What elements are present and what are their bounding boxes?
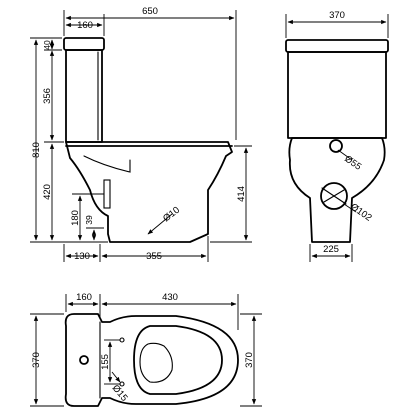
outlet-circle <box>320 182 348 210</box>
label-160-front: 160 <box>77 20 93 31</box>
plan-dim-hole-spacing: 155 <box>100 339 120 385</box>
label-225: 225 <box>323 244 339 255</box>
dim-overall-width: 650 <box>63 6 237 140</box>
label-180: 180 <box>70 210 81 226</box>
end-cistern-body <box>287 51 387 139</box>
label-370-end: 370 <box>329 10 345 21</box>
plan-seat-ring <box>133 325 223 395</box>
dim-cistern-depth: 160 <box>65 14 105 36</box>
plan-inlet-hole <box>79 355 89 365</box>
end-cistern-lid <box>285 39 389 53</box>
label-39: 39 <box>84 215 94 225</box>
label-160-plan: 160 <box>76 292 92 303</box>
plan-dim-top: 160 430 <box>65 292 239 330</box>
label-810: 810 <box>31 142 42 158</box>
label-355: 355 <box>146 251 162 262</box>
plan-view: 160 430 370 370 155 Ø15 <box>30 292 262 407</box>
end-dim-base: 225 <box>309 244 353 262</box>
label-420: 420 <box>42 184 53 200</box>
label-155: 155 <box>100 354 111 370</box>
label-dia10: Ø10 <box>161 205 182 225</box>
label-430: 430 <box>162 292 178 303</box>
label-356: 356 <box>42 88 53 104</box>
dim-seat-height: 420 <box>42 143 55 241</box>
inlet-circle <box>329 139 343 153</box>
pan-inner-bowl <box>83 155 131 173</box>
plan-dim-right: 370 <box>240 313 262 407</box>
dim-outlet-dia-height: 39 <box>84 215 104 241</box>
end-dim-width: 370 <box>285 10 389 38</box>
front-elevation: 650 160 810 40 356 420 <box>30 6 252 262</box>
dim-cistern-height: 356 <box>42 50 64 143</box>
label-370-plan-left: 370 <box>31 352 42 368</box>
end-pan-outline <box>288 137 386 243</box>
label-650: 650 <box>142 6 158 17</box>
outlet-block <box>103 179 111 209</box>
dim-fixing-dia: Ø10 <box>147 205 182 235</box>
label-370-plan-right: 370 <box>244 352 255 368</box>
end-elevation: 370 Ø55 Ø102 225 <box>285 10 389 262</box>
plan-dim-left: 370 <box>30 313 64 407</box>
dim-seat-top-height: 414 <box>210 145 252 243</box>
dim-bottom-row: 130 355 <box>63 236 209 262</box>
plan-outline <box>64 313 239 407</box>
dim-cistern-lid: 40 <box>42 39 62 51</box>
outlet-hatch <box>321 187 347 205</box>
cistern-lid <box>63 37 105 51</box>
label-40: 40 <box>42 40 52 50</box>
cistern-body <box>65 49 103 143</box>
pan-outline <box>65 141 233 243</box>
plan-bowl <box>139 342 173 383</box>
end-dim-outlet: Ø102 <box>343 201 374 224</box>
dim-outlet-height: 180 <box>70 193 104 241</box>
end-dim-inlet: Ø55 <box>337 149 363 173</box>
plan-fixing-top <box>119 337 125 343</box>
label-dia55: Ø55 <box>342 153 363 172</box>
label-130: 130 <box>74 251 90 262</box>
label-414: 414 <box>236 186 247 202</box>
dim-overall-height: 810 <box>30 37 108 243</box>
label-dia102: Ø102 <box>348 201 373 223</box>
label-dia15: Ø15 <box>110 383 130 404</box>
